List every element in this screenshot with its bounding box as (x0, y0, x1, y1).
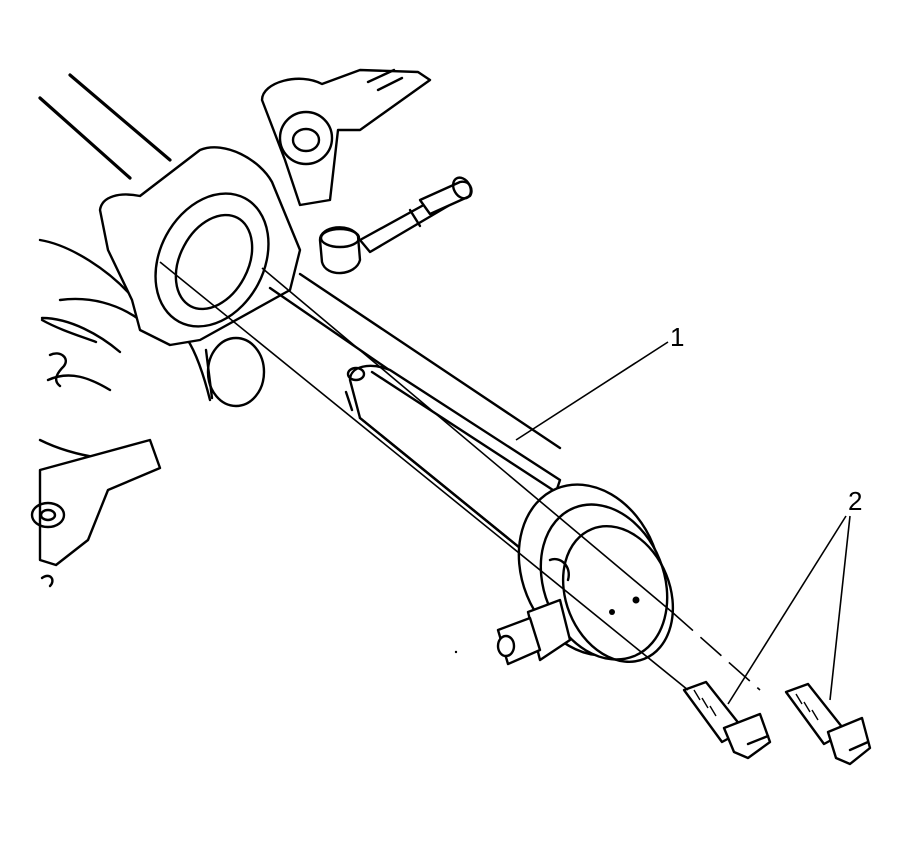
speck (454, 650, 458, 654)
rack-tube (268, 272, 562, 550)
upper-bracket (260, 68, 432, 207)
bolts (682, 680, 872, 766)
callout-2-leader-a (727, 515, 847, 705)
callout-2-label: 2 (848, 486, 862, 516)
end-cap (496, 483, 675, 666)
callout-2-leader-b (829, 515, 851, 701)
bolt-right (784, 682, 872, 766)
callout-1-label: 1 (670, 322, 684, 352)
gear-housing (98, 146, 473, 408)
crossmember (30, 73, 212, 588)
callout-1-leader (515, 341, 669, 441)
bolt-left (682, 680, 772, 760)
